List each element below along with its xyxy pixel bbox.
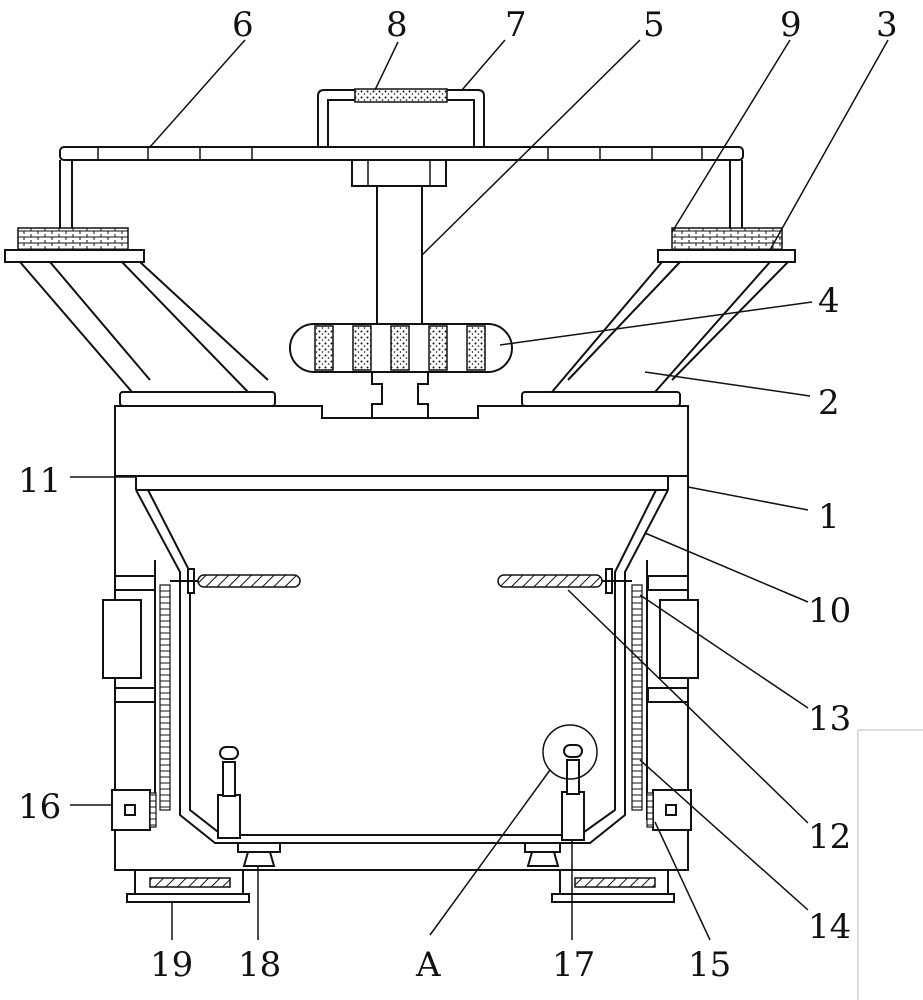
left-wall-details	[102, 560, 171, 820]
label-11: 11	[18, 461, 61, 501]
right-support	[521, 227, 796, 407]
left-wheel	[237, 842, 281, 867]
right-wheel	[524, 842, 561, 867]
inner-tray	[135, 476, 669, 844]
label-7: 7	[505, 5, 527, 45]
handle-grip	[354, 88, 448, 103]
label-1: 1	[818, 497, 840, 537]
label-15: 15	[688, 945, 731, 985]
label-13: 13	[808, 699, 851, 739]
label-4: 4	[818, 281, 840, 321]
right-motor	[646, 789, 692, 831]
label-18: 18	[238, 945, 281, 985]
label-6: 6	[232, 5, 254, 45]
right-piston	[561, 744, 585, 841]
detail-circle-a	[542, 724, 598, 780]
label-14: 14	[808, 907, 851, 947]
left-motor	[111, 789, 157, 831]
label-2: 2	[818, 383, 840, 423]
right-rod	[497, 568, 632, 594]
label-3: 3	[876, 5, 898, 45]
left-rod	[170, 568, 301, 594]
left-support	[4, 227, 276, 407]
label-17: 17	[552, 945, 595, 985]
left-piston	[217, 746, 241, 839]
ruler-artifact	[857, 729, 923, 1000]
label-8: 8	[386, 5, 408, 45]
label-16: 16	[18, 787, 61, 827]
roller	[289, 323, 513, 373]
coupling	[371, 371, 429, 419]
right-foot	[551, 869, 675, 903]
label-9: 9	[780, 5, 802, 45]
label-5: 5	[643, 5, 665, 45]
label-10: 10	[808, 591, 851, 631]
leader-lines	[70, 39, 889, 941]
top-frame-legs	[59, 160, 743, 228]
right-wall-details	[631, 560, 699, 820]
central-column	[351, 159, 447, 327]
label-12: 12	[808, 817, 851, 857]
label-19: 19	[150, 945, 193, 985]
label-a: A	[415, 945, 441, 985]
main-housing	[114, 405, 689, 871]
top-bar	[59, 146, 744, 161]
left-foot	[126, 869, 250, 903]
